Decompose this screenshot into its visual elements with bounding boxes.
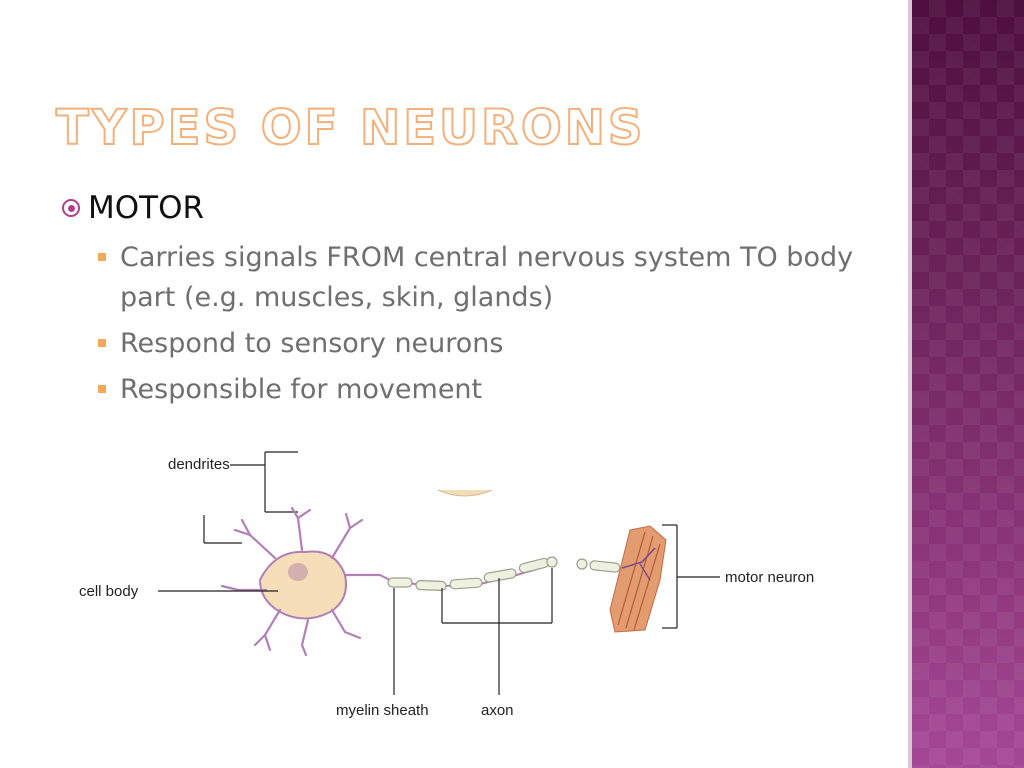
label-myelin-sheath: myelin sheath xyxy=(336,702,429,719)
sub-bullet-2: Respond to sensory neurons xyxy=(98,324,858,364)
motor-neuron-leader xyxy=(662,524,720,629)
square-bullet-icon xyxy=(98,253,106,261)
side-band-edge xyxy=(908,0,912,768)
sub-bullet-text: Respond to sensory neurons xyxy=(120,328,504,359)
myelin-axon-leaders xyxy=(393,568,553,695)
cell-body-illustration xyxy=(220,506,382,657)
heading-text: MOTOR xyxy=(88,190,205,226)
dendrites-leader xyxy=(203,451,298,544)
sub-bullet-3: Responsible for movement xyxy=(98,370,858,410)
label-axon: axon xyxy=(481,702,514,719)
axon-illustration xyxy=(379,556,621,591)
square-bullet-icon xyxy=(98,385,106,393)
decorative-side-band xyxy=(912,0,1024,768)
sub-bullet-1: Carries signals FROM central nervous sys… xyxy=(98,238,858,318)
bullet-heading: MOTOR xyxy=(62,190,204,226)
label-cell-body: cell body xyxy=(79,583,139,600)
label-dendrites: dendrites xyxy=(168,456,230,473)
slide-title: Types of Neurons xyxy=(55,99,646,157)
circle-bullet-icon xyxy=(62,199,80,217)
label-motor-neuron: motor neuron xyxy=(725,569,814,586)
partial-cell-illustration xyxy=(437,489,493,497)
sub-bullet-text: Responsible for movement xyxy=(120,374,483,405)
square-bullet-icon xyxy=(98,339,106,347)
motor-neuron-diagram: dendrites cell body motor neuron myelin … xyxy=(79,451,814,719)
muscle-illustration xyxy=(609,525,667,633)
sub-bullet-text: Carries signals FROM central nervous sys… xyxy=(120,242,854,313)
